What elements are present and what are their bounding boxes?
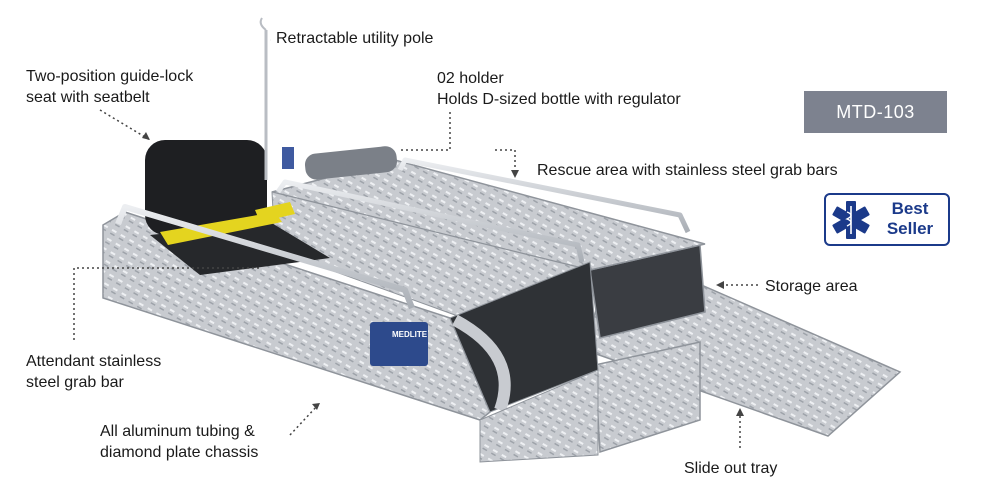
label-pole: Retractable utility pole [276,28,433,49]
label-attendant: Attendant stainless steel grab bar [26,351,161,393]
best-seller-badge: Best Seller [824,193,950,246]
label-o2: 02 holder Holds D-sized bottle with regu… [437,68,681,110]
label-storage: Storage area [765,276,858,297]
label-chassis: All aluminum tubing & diamond plate chas… [100,421,258,463]
label-chassis-line1: All aluminum tubing & [100,423,255,440]
label-seat: Two-position guide-lock seat with seatbe… [26,66,193,108]
leader-seat [99,109,151,141]
label-attendant-line1: Attendant stainless [26,353,162,370]
rescue-grab-bar-left [275,179,585,263]
leader-attendant [73,267,260,340]
medlite-logo-plate [370,322,428,366]
label-o2-line2: Holds D-sized bottle with regulator [437,91,681,108]
label-tray-text: Slide out tray [684,460,778,477]
label-chassis-line2: diamond plate chassis [100,444,259,461]
o2-bottle [304,146,398,180]
leader-rescue [495,149,516,172]
best-seller-line2: Seller [886,219,934,238]
seat-back [145,140,267,235]
best-seller-line1: Best [891,199,929,218]
star-of-life-icon [832,201,870,239]
leader-chassis [289,404,319,436]
label-storage-text: Storage area [765,278,858,295]
label-seat-line2: seat with seatbelt [26,89,150,106]
label-o2-line1: 02 holder [437,70,504,87]
label-attendant-line2: steel grab bar [26,374,124,391]
label-seat-line1: Two-position guide-lock [26,68,194,85]
leader-o2 [400,112,451,151]
label-tray: Slide out tray [684,458,777,479]
rescue-grab-bar-right [397,157,691,234]
best-seller-text: Best Seller [876,199,944,239]
attendant-grab-bar [115,204,415,310]
label-rescue-text: Rescue area with stainless steel grab ba… [537,162,838,179]
label-pole-text: Retractable utility pole [276,30,434,47]
medlite-logo: MEDLITE [392,330,428,339]
label-rescue: Rescue area with stainless steel grab ba… [537,160,838,181]
model-badge: MTD-103 [804,91,947,133]
